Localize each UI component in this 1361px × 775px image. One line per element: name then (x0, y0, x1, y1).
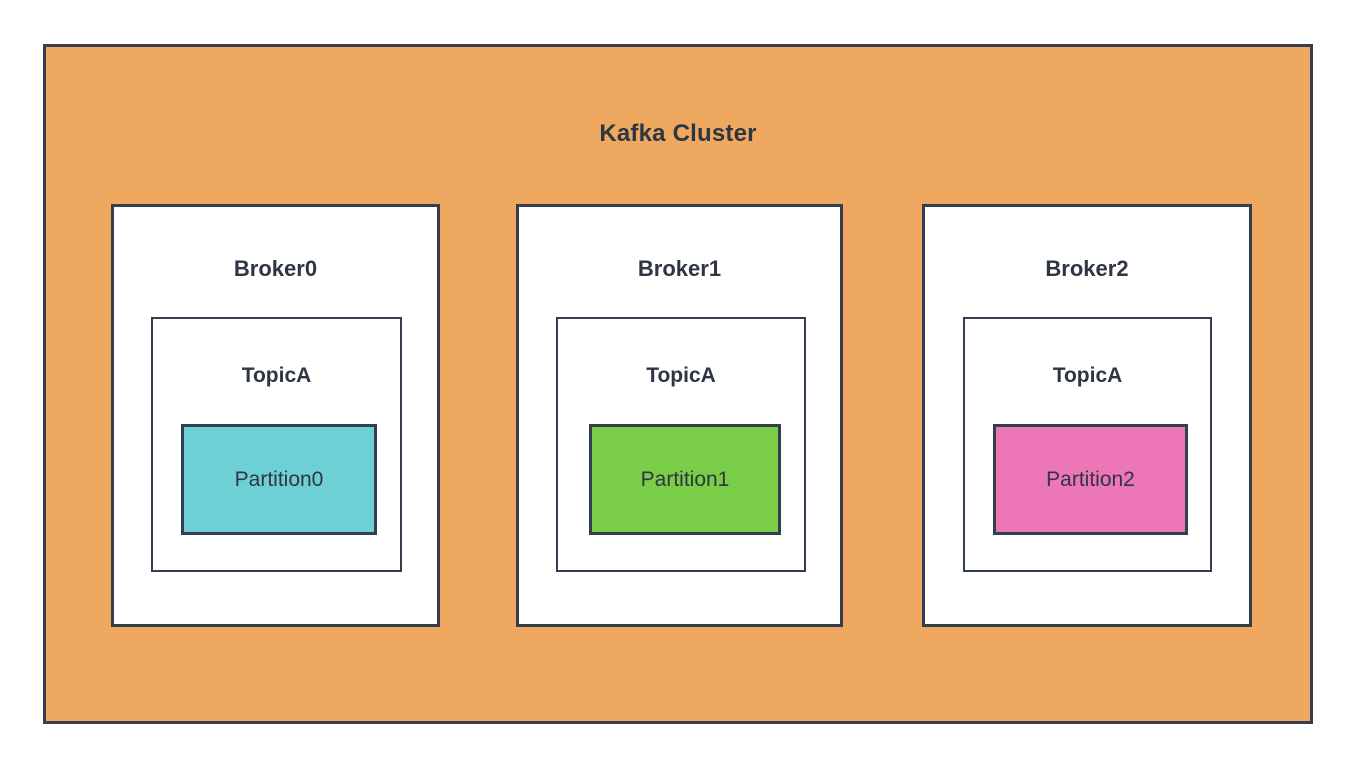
broker-label-1: Broker1 (637, 256, 722, 281)
topic-label-0: TopicA (241, 364, 312, 387)
topic-box-0: TopicA Partition0 (151, 317, 402, 572)
partition-label-1: Partition1 (640, 468, 730, 491)
kafka-cluster-container: Kafka Cluster Broker0 TopicA Partition0 … (43, 44, 1313, 724)
partition-box-2: Partition2 (993, 424, 1188, 535)
broker-box-2: Broker2 TopicA Partition2 (922, 204, 1252, 627)
broker-box-0: Broker0 TopicA Partition0 (111, 204, 440, 627)
broker-label-2: Broker2 (1045, 256, 1129, 281)
topic-box-1: TopicA Partition1 (556, 317, 806, 572)
broker-label-0: Broker0 (233, 256, 318, 281)
partition-box-1: Partition1 (589, 424, 781, 535)
cluster-title: Kafka Cluster (599, 120, 757, 147)
partition-label-2: Partition2 (1046, 468, 1135, 491)
topic-label-1: TopicA (646, 364, 716, 387)
topic-box-2: TopicA Partition2 (963, 317, 1212, 572)
partition-box-0: Partition0 (181, 424, 377, 535)
partition-label-0: Partition0 (234, 468, 324, 491)
topic-label-2: TopicA (1052, 364, 1123, 387)
broker-box-1: Broker1 TopicA Partition1 (516, 204, 843, 627)
